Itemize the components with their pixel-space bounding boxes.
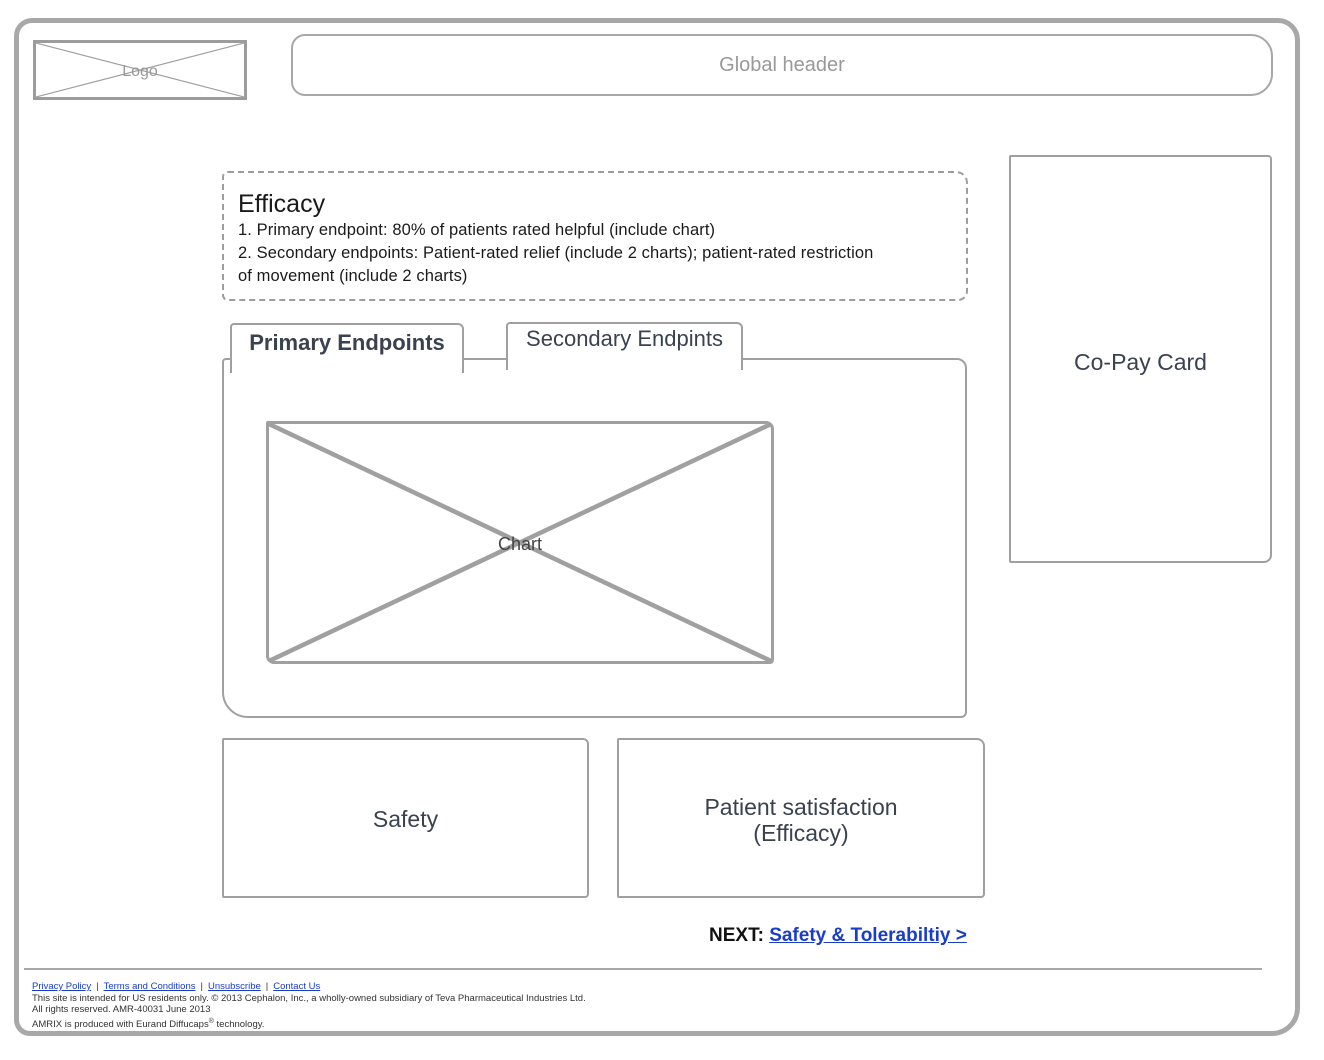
footer-separator: | xyxy=(200,981,203,992)
footer-legal-line-1: This site is intended for US residents o… xyxy=(32,992,586,1004)
footer-link-privacy-policy[interactable]: Privacy Policy xyxy=(32,981,92,992)
footer-legal-line-3-prefix: AMRIX is produced with Eurand Diffucaps xyxy=(32,1018,209,1030)
footer-legal-line-3: AMRIX is produced with Eurand Diffucaps®… xyxy=(32,1016,586,1031)
logo-placeholder[interactable]: Logo xyxy=(33,40,247,100)
efficacy-line-3: of movement (include 2 charts) xyxy=(238,267,468,285)
footer-separator: | xyxy=(96,981,99,992)
footer-link-contact-us[interactable]: Contact Us xyxy=(273,981,321,992)
placeholder-cross-icon xyxy=(269,424,771,661)
safety-card[interactable]: Safety xyxy=(222,738,589,898)
chart-label: Chart xyxy=(497,534,542,554)
footer-links: Privacy Policy | Terms and Conditions | Unsu… xyxy=(32,981,586,993)
chart-placeholder: Chart xyxy=(266,421,774,664)
efficacy-line-2: 2. Secondary endpoints: Patient-rated re… xyxy=(238,244,874,262)
next-safety-link[interactable]: Safety & Tolerabiltiy > xyxy=(769,925,967,946)
logo-label: Logo xyxy=(122,63,158,80)
next-prefix: NEXT: xyxy=(709,925,764,946)
copay-card-label: Co-Pay Card xyxy=(1074,349,1207,375)
next-navigation: NEXT: Safety & Tolerabiltiy > xyxy=(709,925,967,947)
efficacy-line-1: 1. Primary endpoint: 80% of patients rat… xyxy=(238,221,716,239)
tab-secondary-endpoints[interactable]: Secondary Endpints xyxy=(506,322,743,370)
patient-satisfaction-label: Patient satisfaction (Efficacy) xyxy=(619,794,983,846)
footer-legal-line-2: All rights reserved. AMR-40031 June 2013 xyxy=(32,1004,211,1015)
tab-primary-endpoints[interactable]: Primary Endpoints xyxy=(230,323,464,373)
footer-separator: | xyxy=(265,981,269,992)
efficacy-title: Efficacy xyxy=(238,190,326,218)
placeholder-cross-icon xyxy=(36,43,244,97)
footer: Privacy Policy | Terms and Conditions | Unsu… xyxy=(32,981,586,1030)
registered-mark: ® xyxy=(208,1017,214,1025)
footer-legal-line-3-suffix: technology. xyxy=(213,1018,265,1030)
patient-satisfaction-card[interactable]: Patient satisfaction (Efficacy) xyxy=(617,738,985,898)
footer-divider xyxy=(24,968,1262,970)
patient-satisfaction-line-1: Patient satisfaction xyxy=(704,794,898,820)
page-frame xyxy=(14,18,1300,1036)
active-tab-joint xyxy=(232,356,462,362)
footer-link-terms[interactable]: Terms and Conditions xyxy=(103,981,196,992)
efficacy-description: Efficacy 1. Primary endpoint: 80% of pat… xyxy=(222,171,968,301)
copay-card[interactable]: Co-Pay Card xyxy=(1009,155,1272,563)
patient-satisfaction-line-2: (Efficacy) xyxy=(753,820,849,846)
safety-card-label: Safety xyxy=(372,806,439,832)
footer-link-unsubscribe[interactable]: Unsubscribe xyxy=(207,981,261,992)
global-header: Global header xyxy=(291,34,1273,96)
